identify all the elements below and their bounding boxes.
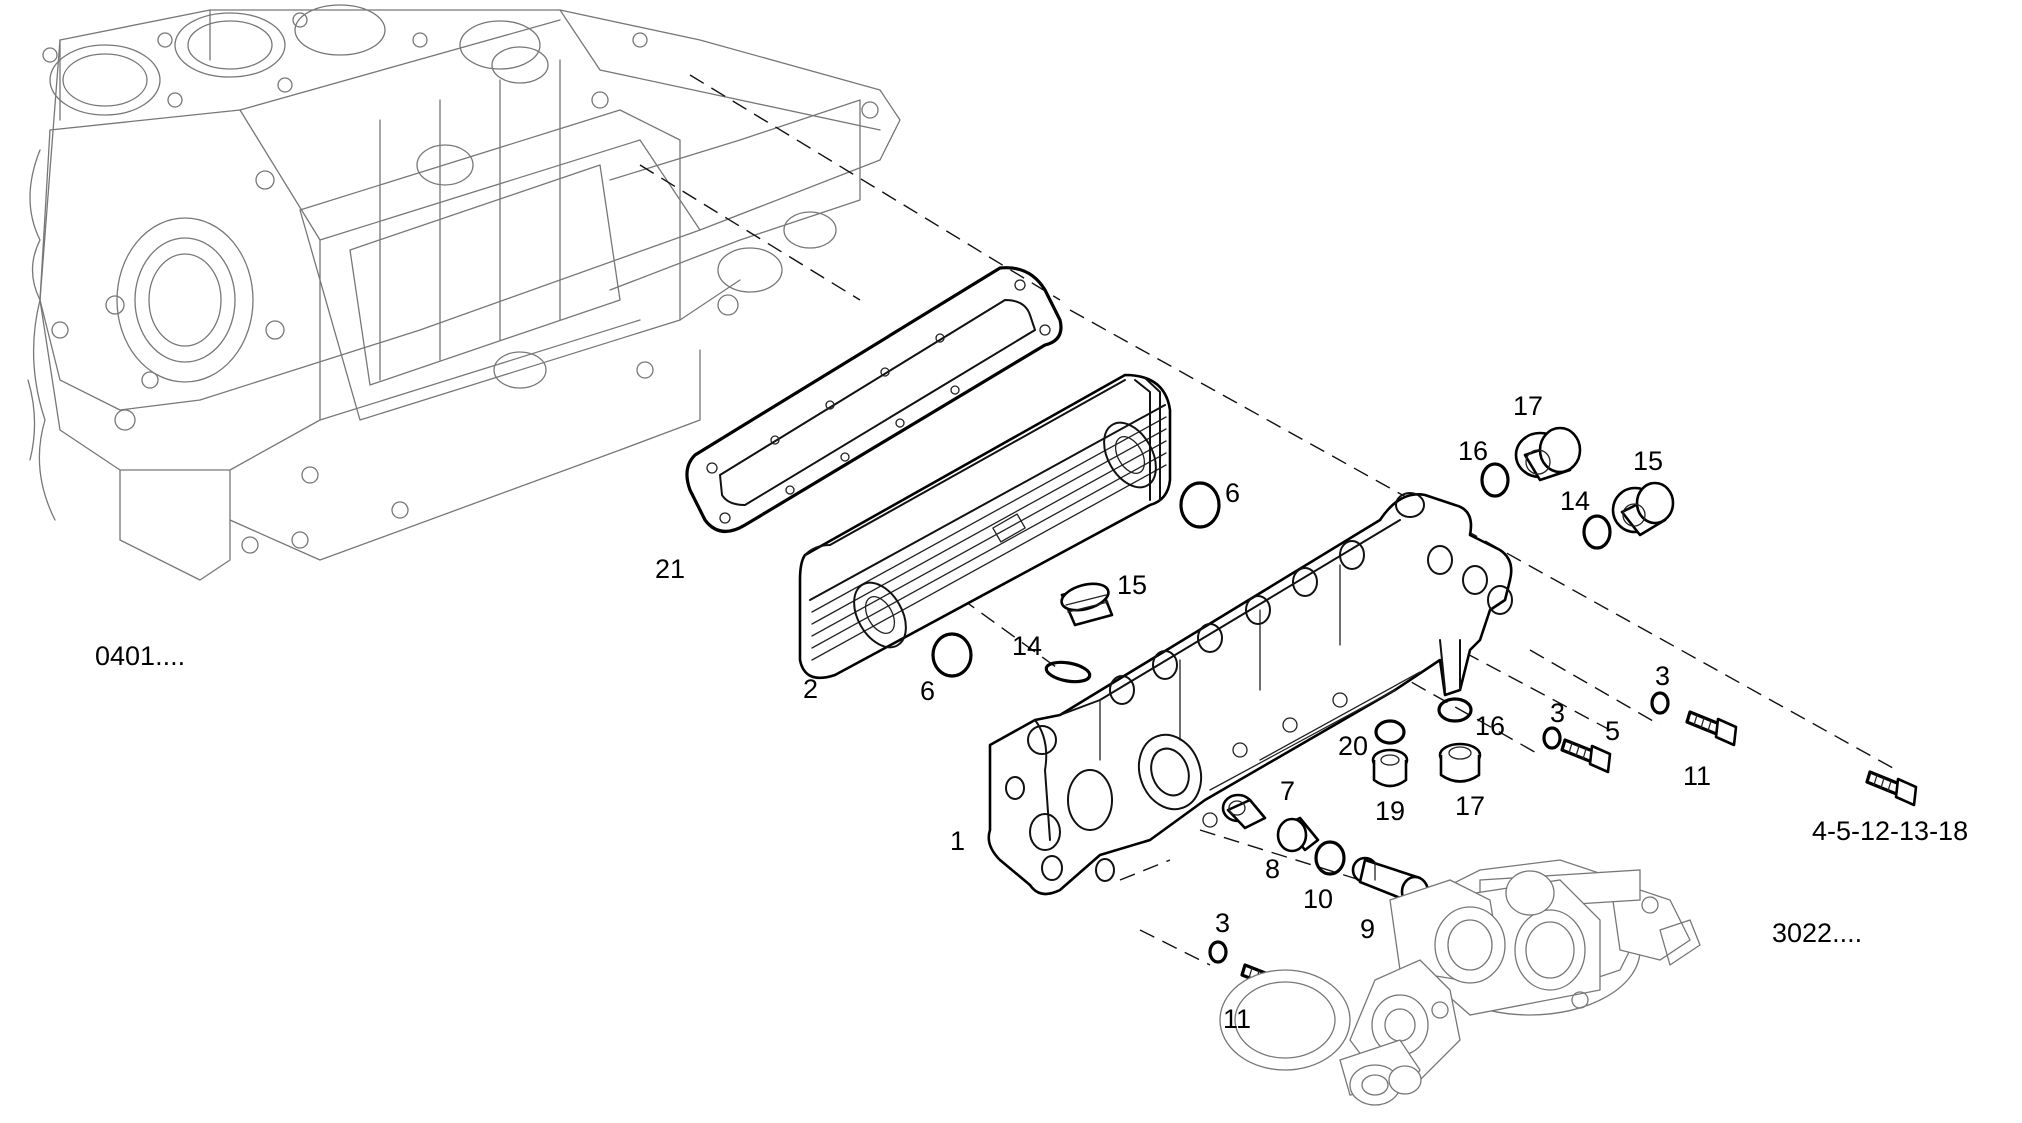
bolt-part-4-5-12-13-18 [1865,770,1918,807]
o-ring-part-14-center [1044,660,1092,684]
callout-21: 21 [655,554,685,584]
callout-15-b: 15 [1117,570,1147,600]
callout-16-a: 16 [1458,436,1488,466]
callout-7: 7 [1280,776,1295,806]
callout-6-a: 6 [1225,478,1240,508]
o-ring-part-16-top [1480,462,1510,498]
bolt-part-11-upper [1685,710,1738,747]
callout-14-b: 14 [1012,631,1042,661]
callout-11-b: 11 [1223,1004,1251,1034]
assembly-guide-lines [639,74,1901,966]
washer-part-3-c [1208,940,1228,964]
callout-10: 10 [1303,884,1333,914]
callout-6-b: 6 [920,676,935,706]
oil-cooler-part-2 [798,373,1172,680]
oil-filter-head [1219,859,1701,1106]
cooler-housing-part-1 [987,492,1513,896]
callout-17-a: 17 [1513,391,1543,421]
sleeve-part-8 [1276,816,1320,853]
callout-9: 9 [1360,914,1375,944]
ref-label-0401: 0401.... [95,641,185,671]
plug-part-7 [1221,793,1267,830]
plug-part-19 [1371,748,1409,788]
callout-20: 20 [1338,731,1368,761]
plug-part-17-lower [1438,742,1482,783]
callout-16-b: 16 [1475,711,1505,741]
washer-part-3-b [1650,691,1670,715]
callout-3-c: 3 [1215,908,1230,938]
callout-8: 8 [1265,854,1280,884]
callout-5: 5 [1605,716,1620,746]
bolt-part-5 [1560,738,1612,774]
o-ring-part-6-right [1179,481,1221,529]
o-ring-part-6-left [931,632,973,678]
o-ring-part-10 [1314,840,1346,876]
callout-19: 19 [1375,796,1405,826]
engine-block [27,4,901,581]
ref-label-bolts: 4-5-12-13-18 [1812,816,1968,846]
gasket-part-21 [685,266,1063,533]
callout-3-b: 3 [1655,661,1670,691]
washer-part-3-a [1542,726,1562,750]
callout-labels: 0401.... 3022.... 4-5-12-13-18 1 2 3 3 3… [95,391,1968,1034]
callout-15-a: 15 [1633,446,1663,476]
o-ring-part-20 [1374,719,1406,745]
callout-3-a: 3 [1550,698,1565,728]
plug-part-15-center [1060,582,1114,627]
callout-2: 2 [803,674,818,704]
plug-part-17-top [1514,426,1582,482]
plug-part-15-top [1611,481,1675,537]
callout-14-a: 14 [1560,486,1590,516]
callout-17-b: 17 [1455,791,1485,821]
o-ring-part-16-lower [1437,697,1473,723]
callout-11-a: 11 [1683,761,1711,791]
callout-1: 1 [950,826,965,856]
ref-label-3022: 3022.... [1772,918,1862,948]
o-ring-part-14-top [1582,514,1612,550]
